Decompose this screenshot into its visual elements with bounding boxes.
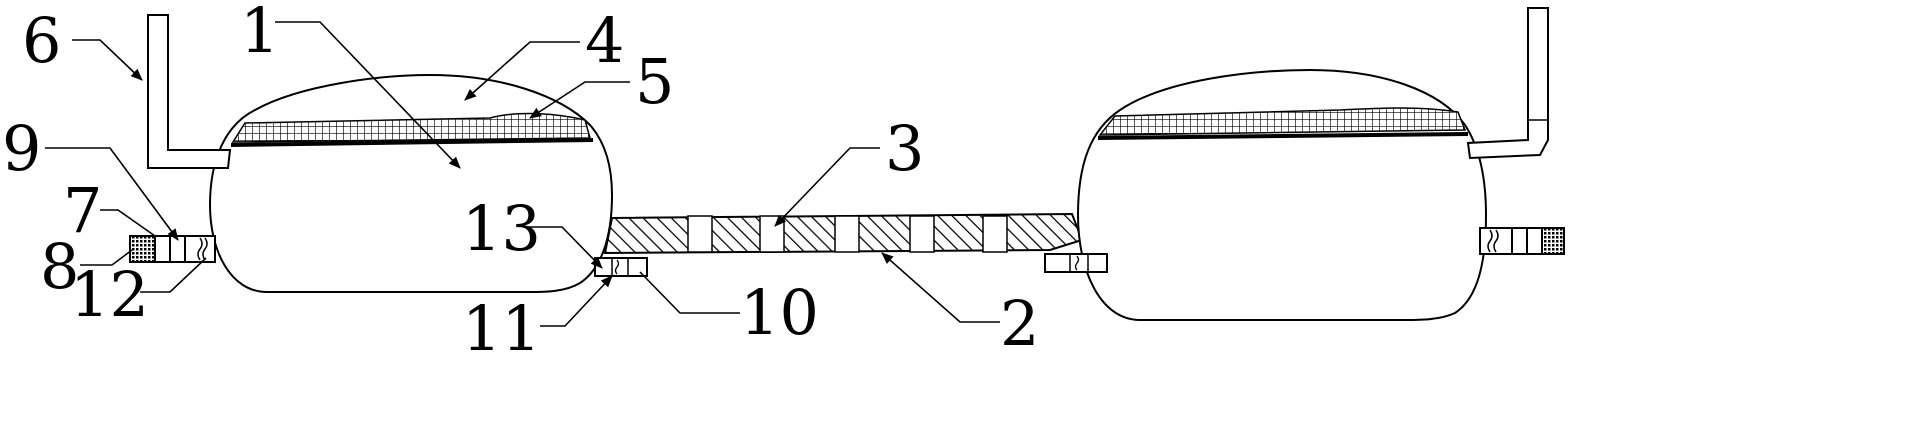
label-12: 12: [70, 258, 149, 331]
right-plug: [1541, 227, 1565, 255]
label-10: 10: [740, 276, 819, 349]
leader-5: [529, 81, 630, 119]
left-vent-pipe: [147, 14, 232, 169]
leader-2: [881, 252, 1000, 323]
leader-1: [275, 21, 461, 169]
right-chamber: [1076, 68, 1488, 321]
label-7: 7: [63, 174, 102, 247]
bar-gap-5: [982, 215, 1008, 253]
leader-13: [525, 226, 603, 269]
leader-11: [540, 275, 613, 327]
bottom-connector: [594, 257, 648, 277]
right-chamber-outline: [1076, 68, 1488, 321]
leader-4: [464, 41, 580, 101]
label-13: 13: [462, 192, 541, 265]
connecting-bar: [603, 212, 1084, 255]
right-mesh-layer: [1098, 107, 1467, 136]
right-bottom-fitting: [1044, 253, 1108, 273]
label-8: 8: [40, 230, 79, 303]
left-chamber-outline: [208, 73, 614, 293]
leader-lines: [45, 21, 1000, 327]
leader-3: [774, 147, 880, 227]
label-4: 4: [585, 4, 624, 77]
bottom-fitting: [594, 257, 648, 277]
leader-12: [140, 257, 207, 293]
label-9: 9: [2, 112, 41, 185]
left-chamber: [208, 73, 614, 293]
leader-10: [639, 271, 740, 314]
label-11: 11: [462, 292, 541, 365]
leader-9: [45, 147, 179, 241]
right-mesh-baseline: [1097, 132, 1469, 140]
left-mesh-baseline: [230, 138, 594, 147]
label-2: 2: [1000, 287, 1039, 360]
right-side-fitting: [1479, 227, 1565, 255]
bar-gap-1: [687, 215, 713, 253]
left-side-fitting: [129, 235, 216, 263]
label-3: 3: [885, 112, 924, 185]
label-6: 6: [22, 4, 61, 77]
label-5: 5: [635, 45, 674, 118]
left-plug: [129, 235, 156, 263]
labels: 1 2 3 4 5 6 7 8 9 10 11 12 13: [2, 0, 1039, 365]
leader-8: [80, 249, 133, 266]
bar-gap-4: [909, 215, 935, 253]
leader-7: [100, 209, 156, 237]
bar-gap-3: [834, 215, 860, 253]
leader-6: [72, 39, 143, 81]
right-vent-pipe: [1466, 7, 1549, 160]
label-1: 1: [240, 0, 279, 67]
